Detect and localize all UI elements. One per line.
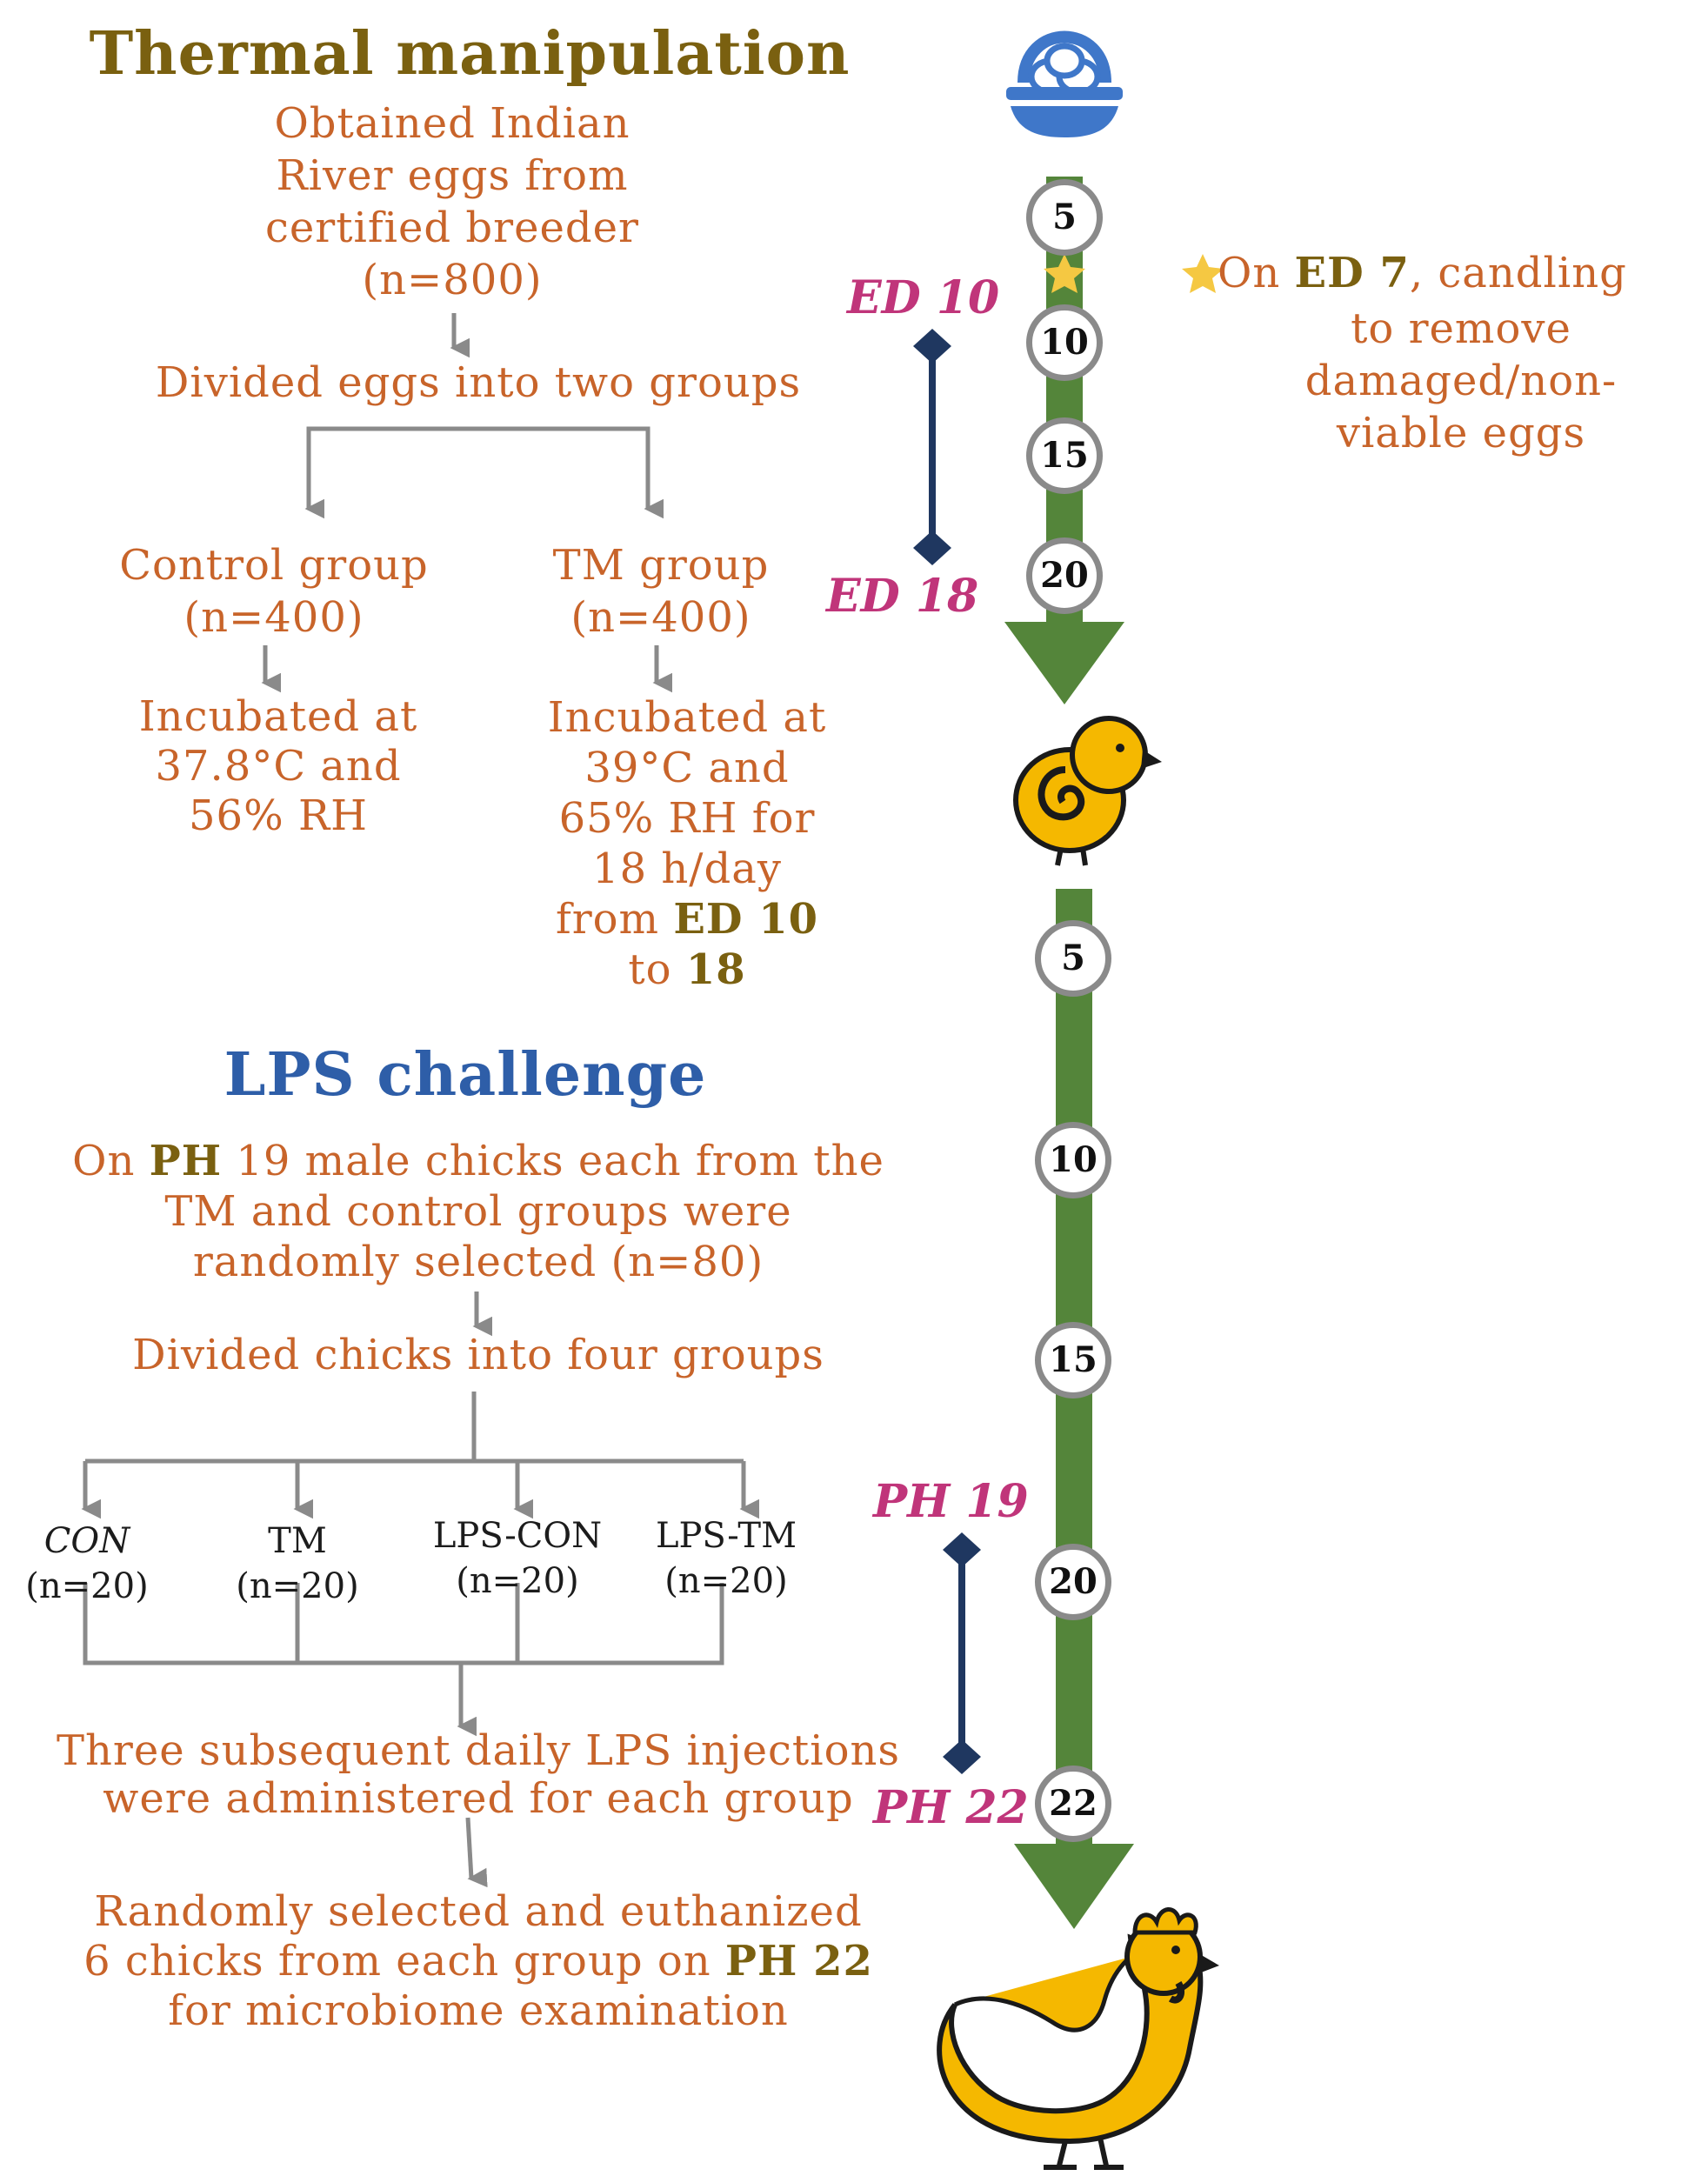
ed-bracket <box>913 329 951 565</box>
ed-start-label: ED 10 <box>847 271 1000 324</box>
hen-icon <box>937 1907 1219 2170</box>
control-group-label: Control group (n=400) <box>119 541 429 642</box>
chick-icon <box>1013 716 1162 866</box>
obtained-eggs-text: Obtained Indian River eggs from certifie… <box>265 99 639 304</box>
candling-note-cont: to remove damaged/non- viable eggs <box>1304 304 1618 457</box>
timeline-mark: 10 <box>1035 1122 1111 1198</box>
embryo-timeline-arrowhead <box>1004 622 1124 704</box>
timeline-mark: 20 <box>1035 1544 1111 1620</box>
timeline-mark: 20 <box>1026 537 1103 614</box>
candling-note: On ED 7, candling <box>1218 249 1627 297</box>
candling-day: ED 7 <box>1294 249 1410 297</box>
tm-group-label: TM group (n=400) <box>552 541 770 642</box>
divided-eggs-text: Divided eggs into two groups <box>155 358 802 407</box>
group-tm: TM (n=20) <box>236 1521 359 1606</box>
group-lps-con: LPS-CON (n=20) <box>432 1516 603 1601</box>
ph-bracket <box>943 1532 981 1774</box>
control-incubation-text: Incubated at 37.8°C and 56% RH <box>138 692 418 840</box>
timeline-mark: 22 <box>1035 1765 1111 1842</box>
timeline-mark: 5 <box>1035 920 1111 997</box>
group-con: CON (n=20) <box>25 1521 149 1606</box>
thermal-title: Thermal manipulation <box>89 19 851 89</box>
star-icon <box>1044 254 1085 293</box>
posthatch-timeline-arrowhead <box>1014 1844 1134 1929</box>
euthanasia-text: Randomly selected and euthanized 6 chick… <box>83 1887 873 2035</box>
timeline-mark: 10 <box>1026 304 1103 381</box>
lps-title: LPS challenge <box>224 1040 707 1110</box>
lps-selection-text: On PH 19 male chicks each from the TM an… <box>72 1137 884 1286</box>
egg-basket-icon <box>1006 30 1123 137</box>
tm-incubation-text: Incubated at 39°C and 65% RH for 18 h/da… <box>547 693 827 994</box>
lps-injections-text: Three subsequent daily LPS injections we… <box>56 1726 901 1823</box>
ph-end-label: PH 22 <box>873 1781 1029 1834</box>
timeline-mark: 15 <box>1026 417 1103 494</box>
ph-start-label: PH 19 <box>873 1475 1029 1528</box>
ed-end-label: ED 18 <box>826 570 979 623</box>
timeline-mark: 5 <box>1026 179 1103 256</box>
timeline-mark: 15 <box>1035 1322 1111 1398</box>
star-icon <box>1182 254 1224 293</box>
divided-chicks-text: Divided chicks into four groups <box>132 1331 824 1379</box>
group-lps-tm: LPS-TM (n=20) <box>655 1516 797 1601</box>
